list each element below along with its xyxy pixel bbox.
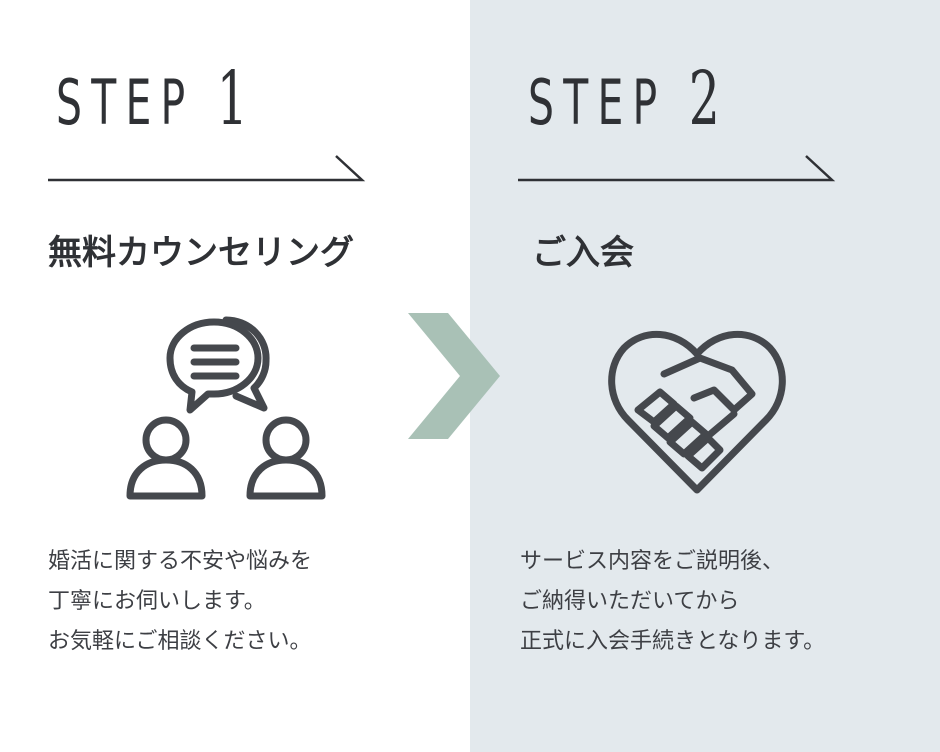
step1-description-line: 丁寧にお伺いします。 [48,589,266,614]
step2-title: ご入会 [532,233,634,273]
step2-description-line: 正式に入会手続きとなります。 [520,629,826,654]
handshake-heart-icon [608,331,786,494]
step1-heading: STEP 1 [56,62,257,136]
step1-arrow-line [48,155,366,182]
step1-title: 無料カウンセリング [48,233,354,273]
step1-description-line: お気軽にご相談ください。 [48,629,312,654]
step2-arrow-line [518,155,836,182]
step1-number: 1 [216,56,258,142]
step2-heading: STEP 2 [528,62,729,136]
step2-number: 2 [688,56,730,142]
step1-label: STEP [56,66,195,139]
step2-panel: STEP 2 ご入会 サービス内容をご説明後、 ご納得いただいてから 正式に入会… [470,0,940,752]
step2-label: STEP [528,66,667,139]
step2-description-line: サービス内容をご説明後、 [520,549,785,574]
step2-description: サービス内容をご説明後、 ご納得いただいてから 正式に入会手続きとなります。 [520,542,825,662]
step1-description-line: 婚活に関する不安や悩みを [48,549,313,574]
chevron-right-icon [408,313,500,439]
step2-description-line: ご納得いただいてから [520,589,740,614]
counseling-icon [126,316,326,500]
step1-description: 婚活に関する不安や悩みを 丁寧にお伺いします。 お気軽にご相談ください。 [48,542,312,662]
step1-panel: STEP 1 無料カウンセリング 婚活に関する不安や悩みを 丁寧にお伺いします。… [48,62,366,662]
